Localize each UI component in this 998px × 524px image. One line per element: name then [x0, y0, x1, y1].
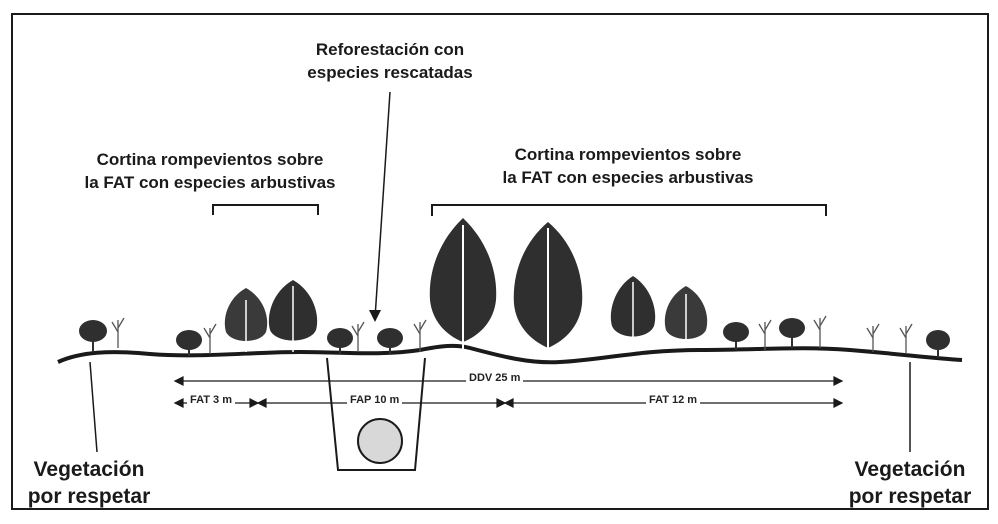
medium-tree	[224, 288, 268, 352]
small-bush	[327, 328, 353, 354]
small-bush	[926, 330, 950, 358]
small-bush	[779, 318, 805, 348]
left-curtain-line-2: la FAT con especies arbustivas	[84, 173, 336, 192]
ground-line	[57, 343, 963, 365]
reforestation-line-2: especies rescatadas	[307, 63, 473, 82]
reforestation-label: Reforestación con especies rescatadas	[300, 38, 480, 84]
left-curtain-bracket	[212, 204, 319, 215]
small-bush	[723, 322, 749, 350]
tall-conifer-tree	[429, 218, 497, 350]
right-curtain-label: Cortina rompevientos sobre la FAT con es…	[468, 143, 788, 189]
medium-tree	[610, 276, 656, 348]
veg-right-line-2: por respetar	[848, 485, 972, 508]
medium-tree	[268, 280, 318, 352]
reforestation-pointer	[374, 91, 391, 319]
veg-right-label: Vegetación por respetar	[832, 456, 988, 510]
fap10-label: FAP 10 m	[347, 394, 403, 406]
right-curtain-bracket	[431, 204, 827, 216]
trench	[326, 357, 426, 471]
fat3-label: FAT 3 m	[187, 394, 235, 406]
sapling	[111, 315, 913, 354]
right-curtain-line-1: Cortina rompevientos sobre	[514, 145, 742, 164]
fat12-label: FAT 12 m	[646, 394, 701, 406]
left-curtain-line-1: Cortina rompevientos sobre	[96, 150, 324, 169]
veg-left-label: Vegetación por respetar	[14, 456, 164, 510]
reforestation-arrowhead	[369, 310, 381, 322]
tall-conifer-tree	[513, 222, 583, 360]
veg-left-line-1: Vegetación	[33, 458, 145, 481]
medium-tree	[664, 286, 708, 348]
veg-left-pointer	[89, 361, 98, 453]
ddv-label: DDV 25 m	[466, 372, 524, 384]
right-curtain-line-2: la FAT con especies arbustivas	[502, 168, 754, 187]
small-bush	[176, 330, 202, 356]
veg-left-line-2: por respetar	[27, 485, 151, 508]
pipe	[357, 418, 403, 464]
left-curtain-label: Cortina rompevientos sobre la FAT con es…	[50, 148, 370, 194]
small-bush	[79, 320, 107, 352]
small-bush	[377, 328, 403, 354]
reforestation-line-1: Reforestación con	[315, 40, 465, 59]
diagram-frame	[11, 13, 989, 510]
veg-right-line-1: Vegetación	[854, 458, 966, 481]
